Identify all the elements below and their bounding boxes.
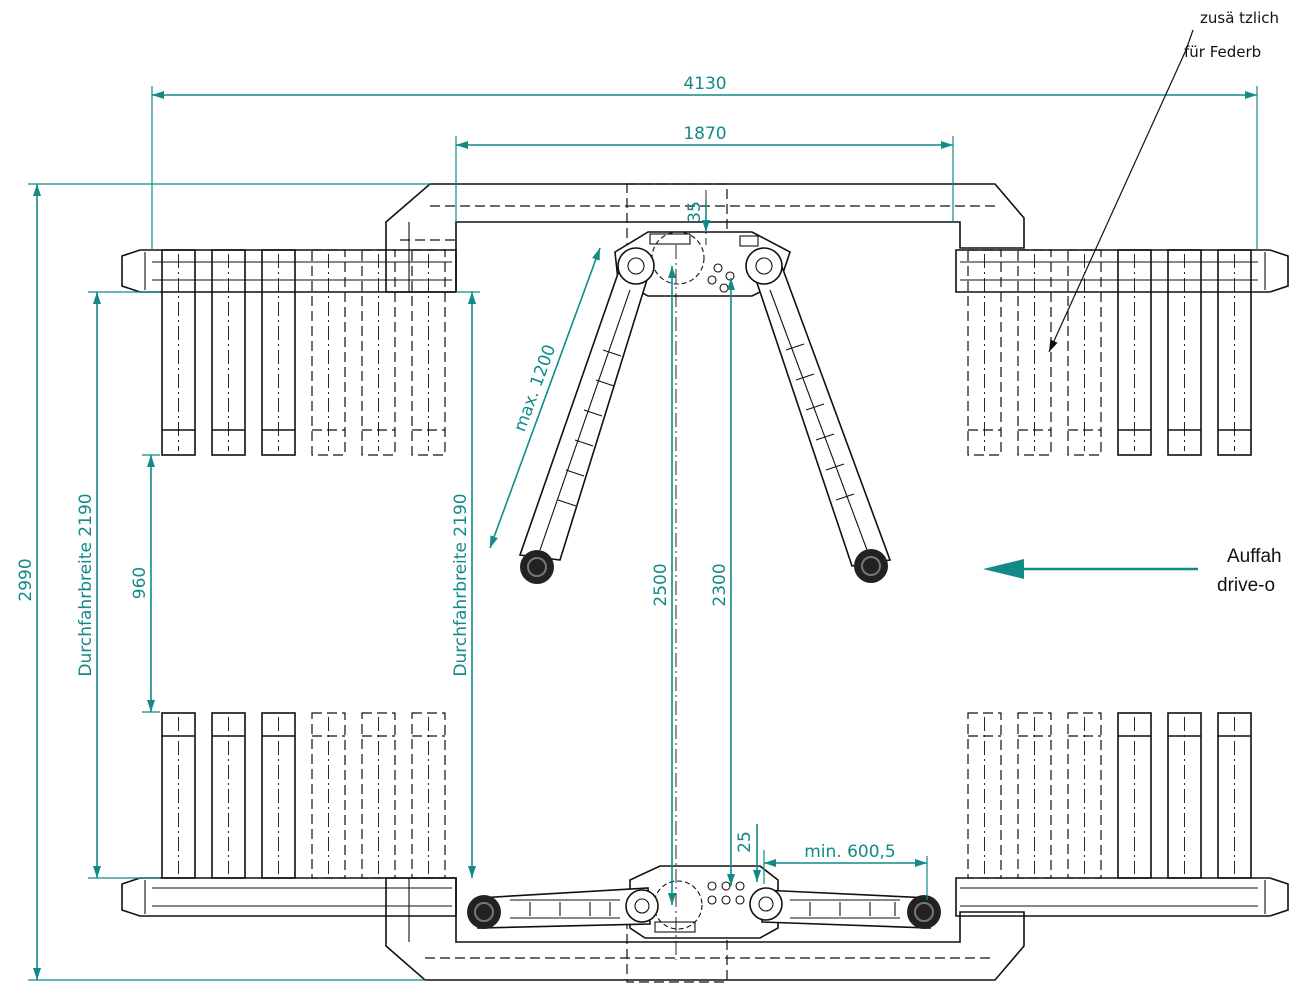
dim-label-max-1200: max. 1200 [510, 342, 560, 434]
dimension-length-2500: 2500 [651, 266, 676, 905]
runway-pad-top-left [161, 249, 196, 456]
runway-pad-top-left [211, 249, 246, 456]
dimension-overall-width: 4130 [151, 74, 1258, 250]
runway-pad-bottom-left [361, 712, 396, 879]
dim-label-4130: 4130 [683, 74, 726, 94]
runway-pad-top-right [1067, 249, 1102, 456]
runway-pad-top-right [1217, 249, 1252, 456]
runway-pad-top-right [967, 249, 1002, 456]
bottom-arm-assembly [467, 865, 941, 939]
dimension-offset-top: 35 [685, 200, 710, 232]
runway-pad-top-right [1167, 249, 1202, 456]
runway-pad-top-left [411, 249, 446, 456]
dimension-length-2300: 2300 [710, 278, 735, 886]
dim-label-35: 35 [685, 201, 705, 223]
runway-pad-bottom-right [967, 712, 1002, 879]
runway-pad-bottom-right [1217, 712, 1252, 879]
dimension-gap: 960 [130, 454, 160, 713]
drive-direction: Auffah drive-o [983, 546, 1282, 596]
runway-pad-bottom-left [261, 712, 296, 879]
spring-note-line2: für Federb [1184, 43, 1261, 61]
drive-direction-line1: Auffah [1227, 546, 1282, 567]
dimension-drive-width-center: Durchfahrbreite 2190 [451, 291, 480, 878]
runway-pad-bottom-left [211, 712, 246, 879]
dimension-overall-length: 2990 [16, 183, 430, 981]
runway-pads [161, 249, 1252, 879]
dimension-offset-bottom: 25 [735, 824, 761, 882]
runway-pad-bottom-left [161, 712, 196, 879]
runway-pad-bottom-left [311, 712, 346, 879]
dim-label-drive-width-center: Durchfahrbreite 2190 [451, 493, 471, 676]
dim-label-960: 960 [130, 567, 150, 599]
rail-bottom-left [121, 877, 457, 917]
dimension-arm-min: min. 600,5 [763, 842, 928, 900]
dim-label-2300: 2300 [710, 563, 730, 606]
runway-pad-top-left [261, 249, 296, 456]
runway-pad-top-right [1017, 249, 1052, 456]
rail-top-right [955, 249, 1289, 293]
drive-direction-line2: drive-o [1217, 575, 1275, 596]
drive-direction-arrow-icon [983, 559, 1024, 579]
runway-pad-top-right [1117, 249, 1152, 456]
runway-pad-bottom-right [1017, 712, 1052, 879]
runway-pad-bottom-right [1117, 712, 1152, 879]
runway-pad-bottom-left [411, 712, 446, 879]
spring-note: zusä tzlich für Federb [1048, 9, 1279, 353]
runway-pad-bottom-right [1167, 712, 1202, 879]
dimension-inner-width: 1870 [455, 124, 954, 222]
rail-top-left [121, 249, 457, 293]
dim-label-2990: 2990 [16, 558, 36, 601]
dimension-drive-width-left: Durchfahrbreite 2190 [76, 291, 160, 879]
dim-label-1870: 1870 [683, 124, 726, 144]
rail-bottom-right [955, 877, 1289, 917]
top-arm-assembly [518, 231, 892, 584]
spring-note-line1: zusä tzlich [1200, 9, 1279, 27]
dim-label-25: 25 [735, 831, 755, 853]
dim-label-drive-width-left: Durchfahrbreite 2190 [76, 493, 96, 676]
dim-label-2500: 2500 [651, 563, 671, 606]
runway-pad-bottom-right [1067, 712, 1102, 879]
runway-pad-top-left [311, 249, 346, 456]
runway-pad-top-left [361, 249, 396, 456]
dim-label-min-600-5: min. 600,5 [804, 842, 896, 862]
